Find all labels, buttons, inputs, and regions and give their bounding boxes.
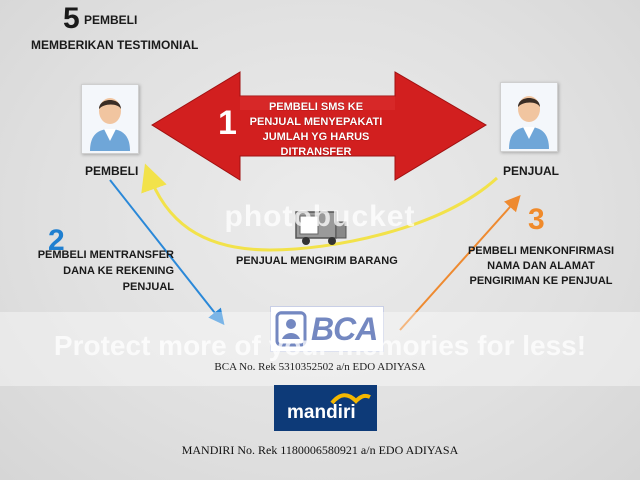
mandiri-wave-icon <box>330 393 371 405</box>
bca-account-text: BCA No. Rek 5310352502 a/n EDO ADIYASA <box>214 361 426 373</box>
person-icon <box>501 83 557 151</box>
step3-text: PEMBELI MENKONFIRMASI NAMA DAN ALAMAT PE… <box>467 245 615 287</box>
step3-number: 3 <box>528 203 545 236</box>
step5-line1: PEMBELI <box>84 13 138 27</box>
person-icon <box>82 85 138 153</box>
buyer-avatar <box>81 84 139 154</box>
buyer-label: PEMBELI <box>85 164 139 178</box>
watermark-band <box>0 312 640 386</box>
watermark-tagline: Protect more of your memories for less! <box>53 330 587 361</box>
seller-avatar <box>500 82 558 152</box>
blue-transfer-arrow <box>109 179 225 326</box>
seller-label: PENJUAL <box>503 164 560 178</box>
bca-logo: BCA <box>270 306 384 352</box>
bca-emblem-icon <box>275 311 307 347</box>
step1-text: PEMBELI SMS KE PENJUAL MENYEPAKATI JUMLA… <box>249 101 383 158</box>
yellow-delivery-arrow <box>141 163 499 252</box>
step2-text: PEMBELI MENTRANSFER DANA KE REKENING PEN… <box>37 249 174 293</box>
bca-logo-text: BCA <box>311 311 378 347</box>
step4-text: PENJUAL MENGIRIM BARANG <box>236 255 398 267</box>
mandiri-logo: mandiri <box>274 385 377 431</box>
orange-confirm-arrow <box>399 195 521 331</box>
step2-number: 2 <box>48 224 65 257</box>
delivery-truck-icon <box>295 211 347 245</box>
mandiri-logo-text: mandiri <box>287 402 356 423</box>
watermark-brand: photobucket <box>224 200 416 233</box>
step5-line2: MEMBERIKAN TESTIMONIAL <box>31 38 199 52</box>
step5-number: 5 <box>63 2 80 35</box>
step1-number: 1 <box>218 104 237 142</box>
mandiri-account-text: MANDIRI No. Rek 1180006580921 a/n EDO AD… <box>181 443 459 457</box>
red-double-arrow <box>151 71 487 181</box>
